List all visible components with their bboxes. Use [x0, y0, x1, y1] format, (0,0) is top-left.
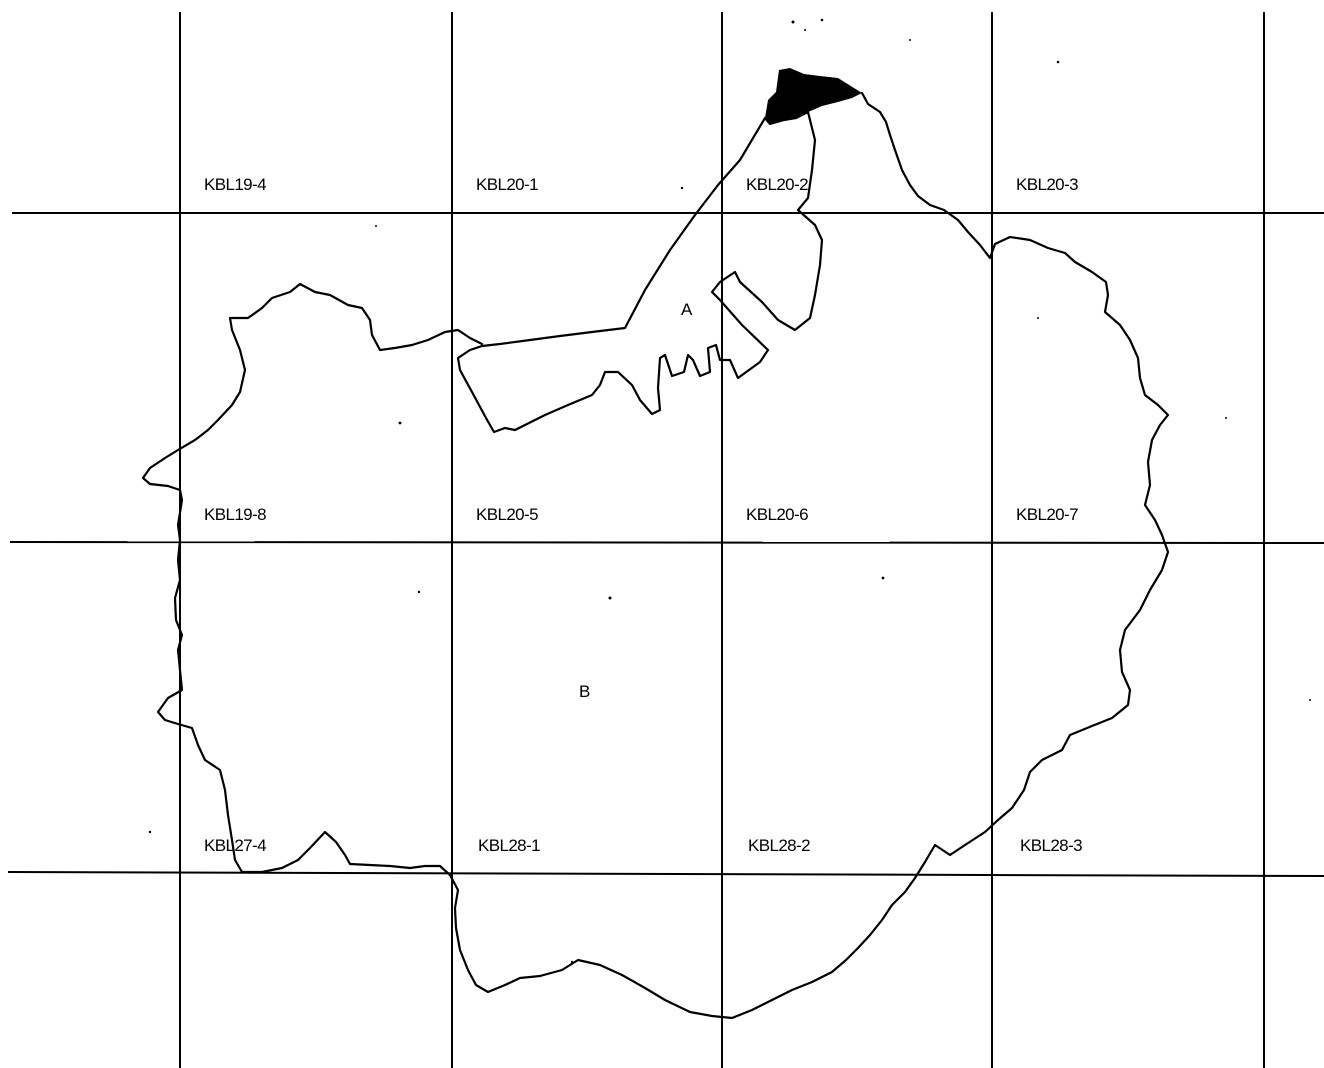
speck — [1037, 317, 1039, 319]
region-labels: A B — [579, 300, 693, 701]
sheet-label: KBL20-7 — [1016, 505, 1078, 524]
sheet-label: KBL20-5 — [476, 505, 538, 524]
sheet-label: KBL27-4 — [204, 836, 266, 855]
sheet-label: KBL19-4 — [204, 175, 266, 194]
sheet-label: KBL28-3 — [1020, 836, 1082, 855]
speck — [570, 960, 574, 964]
speck — [1225, 417, 1227, 419]
speck — [375, 225, 377, 227]
region-label-a: A — [681, 300, 693, 319]
speck — [804, 29, 806, 31]
grid-lines — [7, 12, 1324, 1068]
grid-horizontal-line — [7, 871, 1324, 877]
sheet-label: KBL20-2 — [746, 175, 808, 194]
speck — [1056, 60, 1060, 64]
sheet-label: KBL20-1 — [476, 175, 538, 194]
speck — [417, 590, 421, 594]
sheet-label: KBL20-6 — [746, 505, 808, 524]
filled-area — [765, 68, 862, 124]
sheet-label: KBL28-2 — [748, 836, 810, 855]
speck — [909, 39, 911, 41]
speck — [820, 18, 824, 22]
region-label-b: B — [579, 682, 590, 701]
sheet-label: KBL28-1 — [478, 836, 540, 855]
boundary-a — [456, 110, 824, 434]
sheet-label: KBL19-8 — [204, 505, 266, 524]
speck — [881, 576, 885, 580]
speck — [1309, 699, 1311, 701]
speck — [608, 596, 612, 600]
speck — [398, 421, 402, 425]
boundary-b — [141, 91, 1170, 1020]
sheet-label: KBL20-3 — [1016, 175, 1078, 194]
speck — [791, 20, 795, 24]
speck — [148, 830, 152, 834]
grid-horizontal-line — [9, 541, 1324, 544]
scan-specks — [148, 18, 1311, 964]
sheet-labels: KBL19-4 KBL20-1 KBL20-2 KBL20-3 KBL19-8 … — [204, 175, 1083, 855]
speck — [680, 186, 684, 190]
